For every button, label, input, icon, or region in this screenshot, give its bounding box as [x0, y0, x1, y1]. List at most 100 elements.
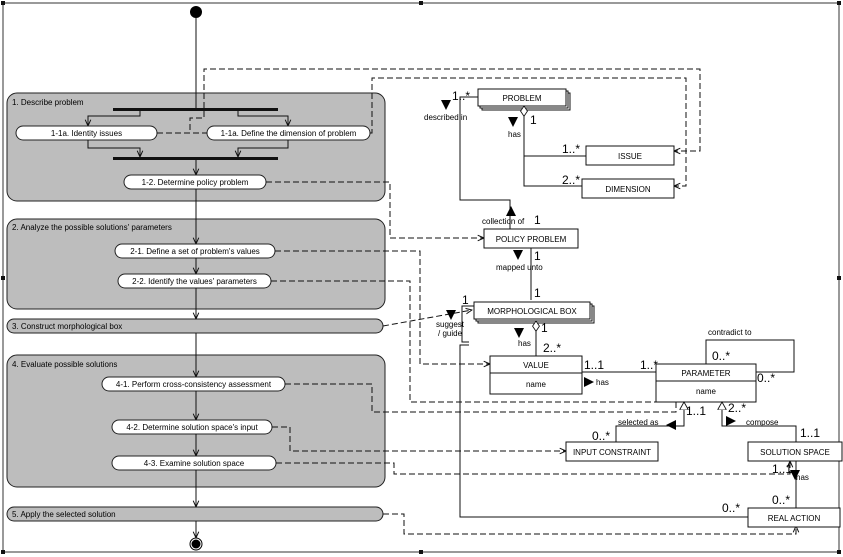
lane-construct-label: 3. Construct morphological box [12, 322, 122, 331]
assoc-problem-has [524, 106, 586, 187]
label-guide: / guide [438, 329, 463, 338]
mult-space-one: 1..1 [772, 462, 792, 476]
class-parameter-attr: name [696, 387, 717, 396]
class-issue[interactable] [585, 145, 675, 166]
trace-cross-to-parameter [285, 383, 676, 413]
start-node [190, 6, 202, 18]
mult-issue: 1..* [562, 142, 580, 156]
trace-construct-to-morph [382, 310, 472, 327]
assoc-contradict-to [705, 339, 795, 373]
mult-morph-one: 1 [541, 321, 548, 335]
mult-mapped-one-top: 1 [534, 249, 541, 263]
class-solution-space[interactable] [747, 441, 843, 462]
class-real-action-label: REAL ACTION [768, 514, 821, 523]
mult-compose-param: 2..* [728, 401, 746, 415]
mult-dimension: 2..* [562, 173, 580, 187]
fork-right [237, 111, 288, 126]
gen-space-parameter [722, 402, 797, 442]
label-space-has: has [796, 473, 809, 482]
assoc-realaction-value [459, 344, 748, 518]
activity-define-values-label: 2-1. Define a set of problem's values [130, 247, 260, 256]
label-collection-of: collection of [482, 217, 525, 226]
mult-collection-one: 1 [534, 213, 541, 227]
class-issue-label: ISSUE [618, 152, 642, 161]
mult-realaction-left: 0..* [722, 501, 740, 515]
label-selected-as: selected as [618, 418, 658, 427]
mult-morph-value: 2..* [543, 341, 561, 355]
trace-values-to-value [275, 250, 490, 364]
class-value[interactable] [489, 355, 583, 395]
class-policy-problem-label: POLICY PROBLEM [496, 235, 567, 244]
join-left [87, 140, 140, 157]
fork-bar [113, 108, 278, 111]
join-bar [113, 157, 278, 160]
class-input-constraint[interactable] [565, 441, 659, 462]
end-node [191, 539, 201, 549]
mult-value-side: 1..1 [584, 358, 604, 372]
activity-identify-issues-label: 1-1a. Identity issues [51, 129, 122, 138]
arrow-compose [726, 416, 736, 426]
trace-input-to-constraint [272, 426, 566, 451]
join-right [238, 140, 289, 157]
class-morph-box-label: MORPHOLOGICAL BOX [487, 307, 577, 316]
arrow-has-problem [508, 117, 518, 127]
arrow-mapped-unto [513, 250, 523, 260]
mult-suggest-one: 1 [462, 293, 469, 307]
assoc-suggest-guide [461, 305, 474, 343]
mult-compose-space: 1..1 [800, 426, 820, 440]
class-solution-space-label: SOLUTION SPACE [760, 448, 830, 457]
mult-parameter-side: 1..* [640, 358, 658, 372]
mult-problem-one: 1 [530, 113, 537, 127]
class-input-constraint-label: INPUT CONSTRAINT [573, 448, 651, 457]
activity-examine-space-label: 4-3. Examine solution space [144, 459, 245, 468]
trace-define-to-dimension [370, 77, 687, 186]
arrow-space-has [790, 470, 800, 480]
lane-analyze-label: 2. Analyze the possible solutions' param… [12, 223, 172, 232]
lane-apply-label: 5. Apply the selected solution [12, 510, 116, 519]
class-value-label: VALUE [523, 361, 549, 370]
mult-problem-described: 1..* [452, 89, 470, 103]
arrow-has-morph [514, 328, 524, 338]
assoc-described-in [459, 96, 511, 229]
trace-apply-to-realaction [383, 513, 796, 535]
arrow-has-value [584, 377, 594, 387]
label-mapped-unto: mapped unto [496, 263, 543, 272]
trace-issues-to-issue [157, 68, 701, 151]
activity-determine-policy-label: 1-2. Determine policy problem [142, 178, 249, 187]
mult-selected-one: 1..1 [686, 404, 706, 418]
lane-describe-label: 1. Describe problem [12, 98, 84, 107]
class-dimension-label: DIMENSION [605, 185, 651, 194]
activity-solution-input-label: 4-2. Determine solution space's input [126, 423, 258, 432]
class-morph-box[interactable] [473, 301, 591, 320]
mult-selected-zero: 0..* [592, 429, 610, 443]
label-described-in: described in [424, 113, 467, 122]
arrow-collection-of [506, 206, 516, 216]
gen-input-parameter [615, 402, 684, 442]
class-dimension[interactable] [581, 178, 675, 199]
trace-examine-to-space [276, 461, 790, 475]
class-parameter[interactable] [655, 363, 757, 403]
class-value-attr: name [526, 380, 547, 389]
mult-mapped-one-bottom: 1 [534, 286, 541, 300]
class-problem-label: PROBLEM [502, 94, 541, 103]
label-problem-has: has [508, 130, 521, 139]
mult-realaction-top: 0..* [772, 493, 790, 507]
label-contradict-to: contradict to [708, 328, 752, 337]
activity-cross-consistency-label: 4-1. Perform cross-consistency assessmen… [116, 380, 272, 389]
arrow-suggest [446, 310, 456, 320]
mult-contradict-top: 0..* [712, 349, 730, 363]
arrow-described-in [441, 100, 451, 110]
trace-policy-to-policyproblem [266, 181, 484, 238]
lane-evaluate-label: 4. Evaluate possible solutions [12, 360, 117, 369]
fork-left [88, 111, 141, 126]
arrow-selected-as [666, 420, 676, 430]
class-parameter-label: PARAMETER [681, 369, 730, 378]
label-morph-has: has [518, 339, 531, 348]
activity-define-dimension-label: 1-1a. Define the dimension of problem [221, 129, 357, 138]
mult-contradict-right: 0..* [757, 371, 775, 385]
activity-identify-params-label: 2-2. Identify the values' parameters [132, 277, 257, 286]
label-suggest: suggest [436, 320, 465, 329]
label-compose: compose [746, 418, 779, 427]
